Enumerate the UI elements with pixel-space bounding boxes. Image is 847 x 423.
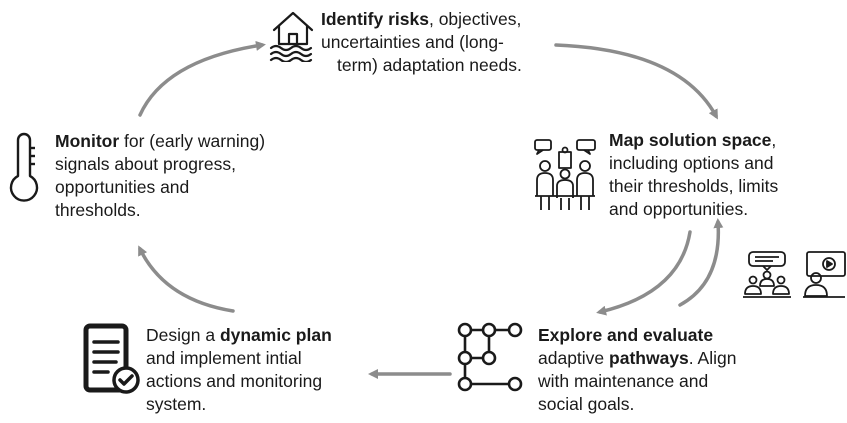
step-design: Design a dynamic plan and implement inti… — [146, 325, 332, 414]
presentation-audience-icon — [743, 251, 791, 298]
explore-title: Explore and evaluate — [538, 325, 714, 345]
checklist-document-icon — [83, 323, 140, 394]
step-monitor: Monitor for (early warning) signals abou… — [55, 131, 266, 220]
monitor-title: Monitor — [55, 131, 120, 151]
step-identify: Identify risks, objectives, uncertaintie… — [321, 9, 522, 75]
arrow-identify-to-map — [554, 43, 718, 120]
flooded-house-icon — [269, 11, 314, 62]
step-explore: Explore and evaluate adaptive pathways. … — [538, 325, 737, 414]
pathways-network-icon — [457, 322, 523, 392]
meeting-puzzle-icon — [534, 139, 596, 210]
identify-title: Identify risks — [321, 9, 429, 29]
video-call-icon — [803, 251, 846, 298]
arrow-map-to-explore — [596, 230, 692, 316]
arrow-design-to-monitor — [138, 245, 235, 313]
thermometer-icon — [9, 132, 39, 202]
design-title: dynamic plan — [219, 325, 332, 345]
arrow-explore-to-map — [678, 218, 724, 307]
step-map: Map solution space, including options an… — [609, 130, 779, 219]
map-title: Map solution space — [609, 130, 772, 150]
arrow-monitor-to-identify — [138, 40, 266, 117]
